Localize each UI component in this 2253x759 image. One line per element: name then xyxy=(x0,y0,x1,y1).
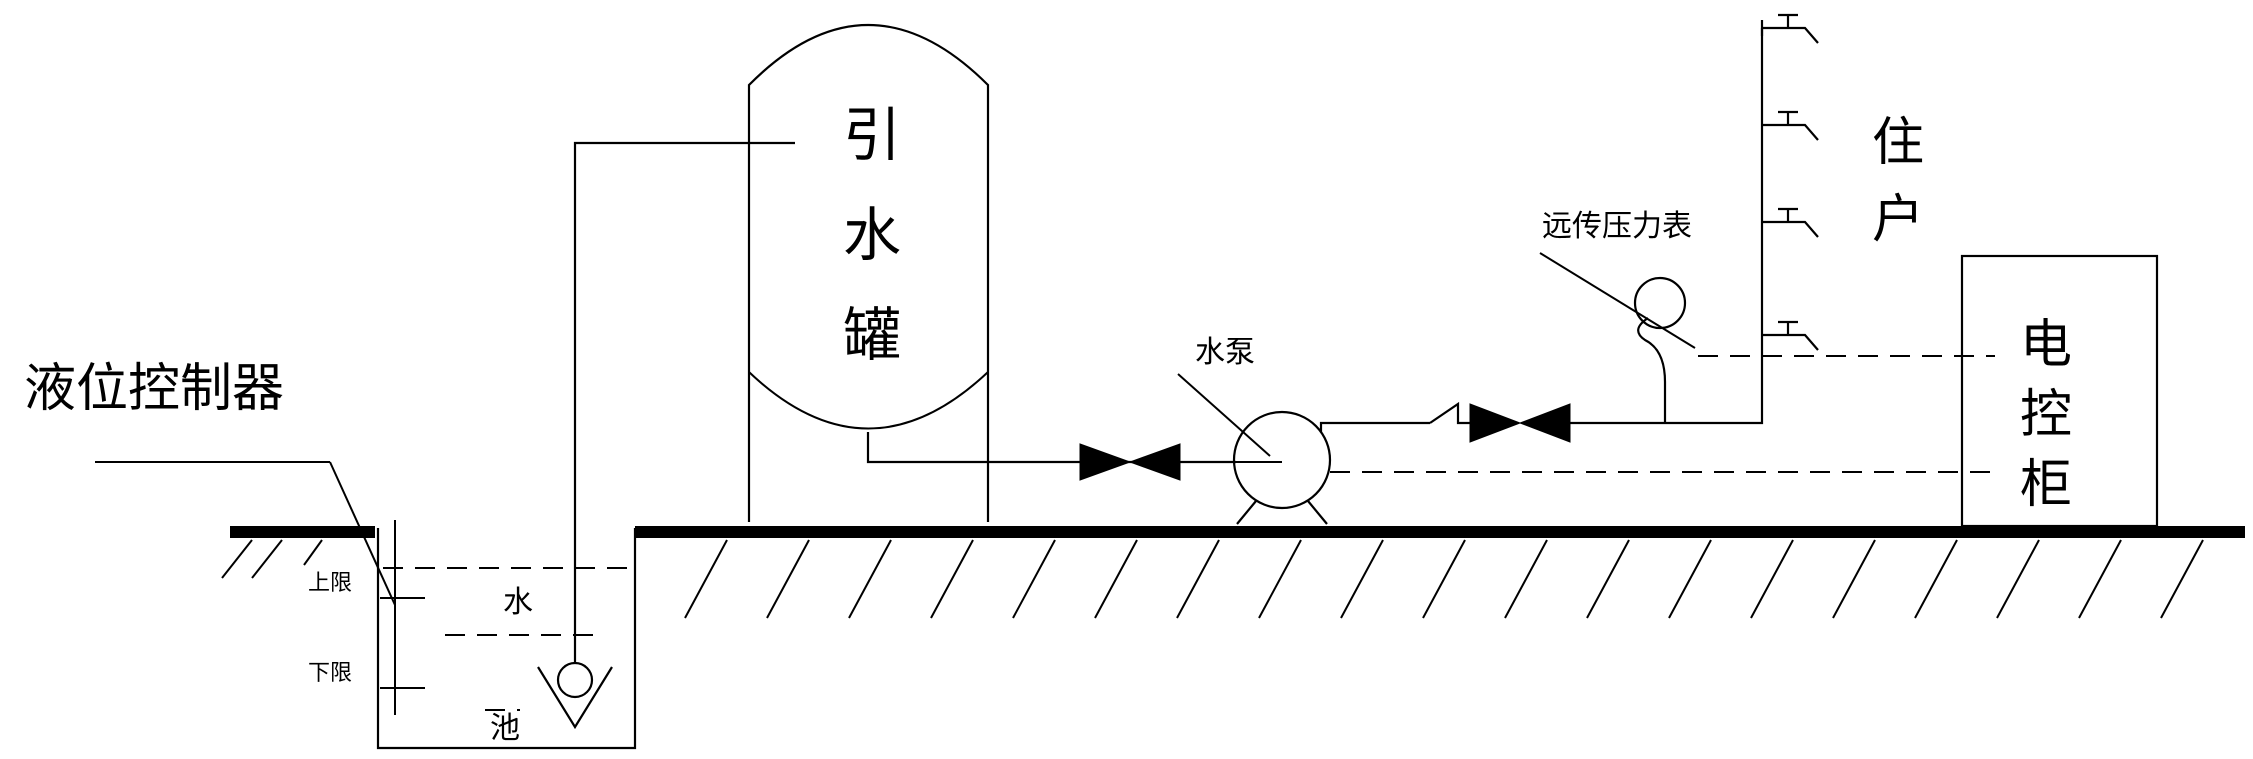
tank-label-1: 引 xyxy=(843,101,901,169)
gate-valve-1 xyxy=(1079,443,1181,481)
level-controller-label: 液位控制器 xyxy=(24,359,284,419)
pool-label-2: 池 xyxy=(490,711,520,746)
upper-limit-label: 上限 xyxy=(308,571,352,596)
suction-pipe-foot-valve xyxy=(537,141,795,730)
pool-label-1: 水 xyxy=(503,585,533,620)
priming-tank-bottom-arc xyxy=(748,371,989,430)
pressure-gauge-label: 远传压力表 xyxy=(1542,209,1692,244)
lower-limit-label: 下限 xyxy=(308,661,352,686)
resident-taps xyxy=(1760,13,1819,351)
level-controller-probe xyxy=(95,461,425,715)
gate-valve-2 xyxy=(1469,403,1571,443)
water-pump xyxy=(1232,410,1430,525)
water-pool xyxy=(376,528,637,750)
check-valve xyxy=(1429,401,1470,425)
residents-label-1: 住 xyxy=(1872,113,1924,173)
tank-label-3: 罐 xyxy=(843,301,901,369)
tank-outlet-pipe xyxy=(866,432,1236,464)
priming-tank xyxy=(747,23,990,522)
control-cabinet xyxy=(1960,254,2159,528)
pump-leader-line xyxy=(1177,373,1271,457)
pump-label: 水泵 xyxy=(1195,335,1255,370)
cabinet-label-2: 控 xyxy=(2020,385,2072,445)
ground-hatching xyxy=(221,539,2204,619)
cabinet-label-1: 电 xyxy=(2020,315,2072,375)
tank-label-2: 水 xyxy=(843,201,901,269)
cabinet-label-3: 柜 xyxy=(2020,455,2072,515)
residents-label-2: 户 xyxy=(1872,190,1924,250)
pressure-gauge xyxy=(1539,252,1696,423)
outlet-pipe xyxy=(1570,28,1764,425)
